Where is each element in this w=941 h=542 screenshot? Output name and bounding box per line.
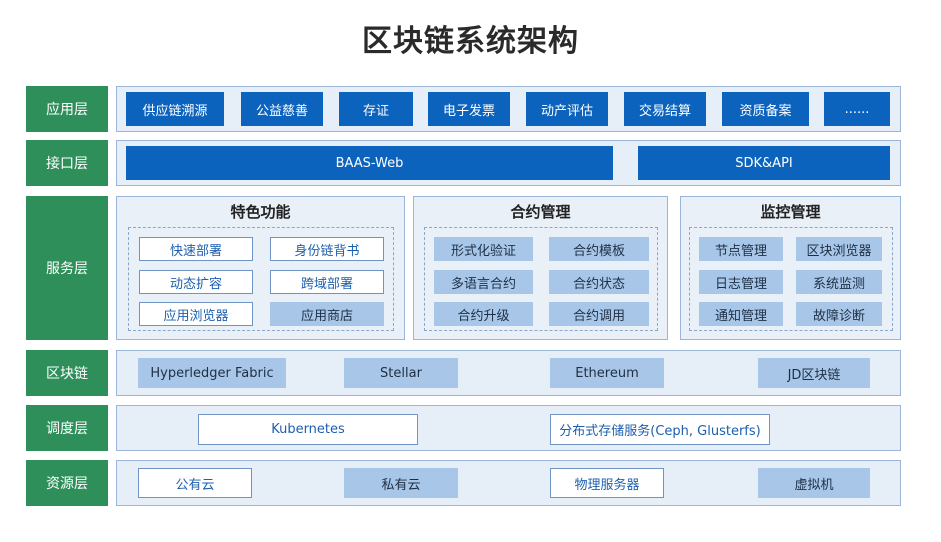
monitor-fault-diag[interactable]: 故障诊断 xyxy=(796,302,882,326)
monitor-block-explorer[interactable]: 区块浏览器 xyxy=(796,237,882,261)
contract-multi-lang[interactable]: 多语言合约 xyxy=(434,270,533,294)
app-item-asset-eval[interactable]: 动产评估 xyxy=(526,92,608,126)
chain-stellar[interactable]: Stellar xyxy=(344,358,458,388)
panel-monitoring: 监控管理 节点管理 区块浏览器 日志管理 系统监测 通知管理 故障诊断 xyxy=(680,196,901,340)
panel-contracts-group: 形式化验证 合约模板 多语言合约 合约状态 合约升级 合约调用 xyxy=(424,227,658,331)
monitor-node-mgmt[interactable]: 节点管理 xyxy=(699,237,783,261)
contract-upgrade[interactable]: 合约升级 xyxy=(434,302,533,326)
feature-app-browser[interactable]: 应用浏览器 xyxy=(139,302,253,326)
feature-app-store[interactable]: 应用商店 xyxy=(270,302,384,326)
feature-dynamic-scale[interactable]: 动态扩容 xyxy=(139,270,253,294)
layer-row-blockchain: Hyperledger Fabric Stellar Ethereum JD区块… xyxy=(116,350,901,396)
feature-cross-domain[interactable]: 跨域部署 xyxy=(270,270,384,294)
panel-contracts: 合约管理 形式化验证 合约模板 多语言合约 合约状态 合约升级 合约调用 xyxy=(413,196,668,340)
monitor-log-mgmt[interactable]: 日志管理 xyxy=(699,270,783,294)
app-item-more[interactable]: ...... xyxy=(824,92,890,126)
panel-monitoring-group: 节点管理 区块浏览器 日志管理 系统监测 通知管理 故障诊断 xyxy=(689,227,893,331)
app-item-evidence[interactable]: 存证 xyxy=(339,92,413,126)
schedule-distributed-storage[interactable]: 分布式存储服务(Ceph, Glusterfs) xyxy=(550,414,770,445)
panel-features: 特色功能 快速部署 身份链背书 动态扩容 跨域部署 应用浏览器 应用商店 xyxy=(116,196,405,340)
layer-row-app: 供应链溯源 公益慈善 存证 电子发票 动产评估 交易结算 资质备案 ...... xyxy=(116,86,901,132)
feature-quick-deploy[interactable]: 快速部署 xyxy=(139,237,253,261)
resource-virtual-machine[interactable]: 虚拟机 xyxy=(758,468,870,498)
layer-label-interface: 接口层 xyxy=(26,140,108,186)
panel-features-title: 特色功能 xyxy=(230,203,291,221)
app-item-qualification[interactable]: 资质备案 xyxy=(722,92,809,126)
app-item-charity[interactable]: 公益慈善 xyxy=(241,92,323,126)
app-item-e-invoice[interactable]: 电子发票 xyxy=(428,92,510,126)
chain-ethereum[interactable]: Ethereum xyxy=(550,358,664,388)
app-item-supply-chain[interactable]: 供应链溯源 xyxy=(126,92,224,126)
resource-private-cloud[interactable]: 私有云 xyxy=(344,468,458,498)
layer-label-app: 应用层 xyxy=(26,86,108,132)
contract-formal-verify[interactable]: 形式化验证 xyxy=(434,237,533,261)
contract-template[interactable]: 合约模板 xyxy=(549,237,649,261)
layer-label-resource: 资源层 xyxy=(26,460,108,506)
contract-status[interactable]: 合约状态 xyxy=(549,270,649,294)
interface-item-sdk-api[interactable]: SDK&API xyxy=(638,146,890,180)
resource-public-cloud[interactable]: 公有云 xyxy=(138,468,252,498)
contract-invoke[interactable]: 合约调用 xyxy=(549,302,649,326)
panel-features-group: 快速部署 身份链背书 动态扩容 跨域部署 应用浏览器 应用商店 xyxy=(128,227,394,331)
schedule-kubernetes[interactable]: Kubernetes xyxy=(198,414,418,445)
chain-jd-blockchain[interactable]: JD区块链 xyxy=(758,358,870,388)
layer-label-blockchain: 区块链 xyxy=(26,350,108,396)
panel-monitoring-title: 监控管理 xyxy=(760,203,821,221)
layer-row-schedule: Kubernetes 分布式存储服务(Ceph, Glusterfs) xyxy=(116,405,901,451)
app-item-settlement[interactable]: 交易结算 xyxy=(624,92,706,126)
layer-label-schedule: 调度层 xyxy=(26,405,108,451)
page-title: 区块链系统架构 xyxy=(362,24,579,59)
monitor-system[interactable]: 系统监测 xyxy=(796,270,882,294)
chain-hyperledger-fabric[interactable]: Hyperledger Fabric xyxy=(138,358,286,388)
layer-row-interface: BAAS-Web SDK&API xyxy=(116,140,901,186)
resource-physical-server[interactable]: 物理服务器 xyxy=(550,468,664,498)
layer-label-service: 服务层 xyxy=(26,196,108,340)
feature-identity-endorse[interactable]: 身份链背书 xyxy=(270,237,384,261)
monitor-notify-mgmt[interactable]: 通知管理 xyxy=(699,302,783,326)
layer-row-resource: 公有云 私有云 物理服务器 虚拟机 xyxy=(116,460,901,506)
panel-contracts-title: 合约管理 xyxy=(510,203,571,221)
interface-item-baas-web[interactable]: BAAS-Web xyxy=(126,146,613,180)
